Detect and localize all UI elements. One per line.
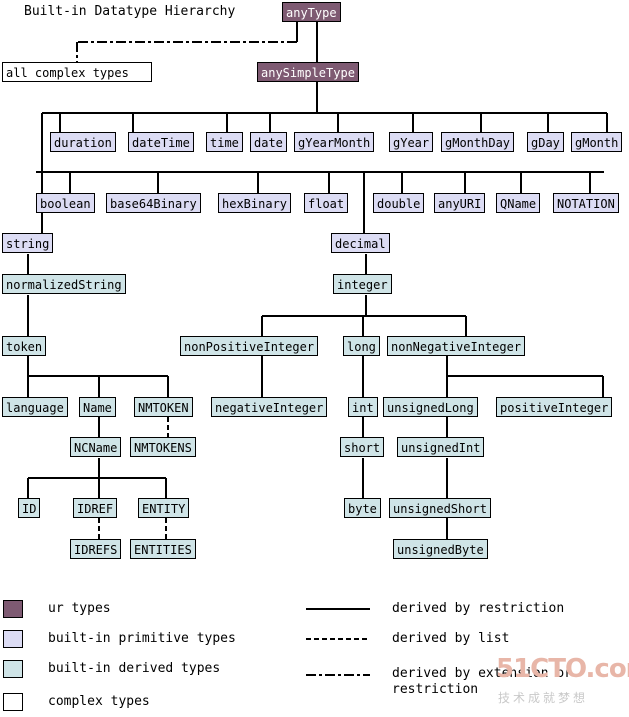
node-token: token — [2, 336, 47, 356]
node-long: long — [343, 336, 380, 356]
node-double: double — [373, 193, 425, 213]
node-duration: duration — [50, 132, 116, 152]
node-nmtokens: NMTOKENS — [130, 437, 196, 457]
node-float: float — [304, 193, 349, 213]
legend-extension-label: derived by extension or — [392, 666, 573, 681]
node-positiveinteger: positiveInteger — [496, 397, 613, 417]
node-date: date — [250, 132, 287, 152]
node-notation: NOTATION — [553, 193, 619, 213]
legend-primitive-label: built-in primitive types — [48, 631, 236, 646]
node-byte: byte — [344, 498, 381, 518]
legend-derived-label: built-in derived types — [48, 661, 221, 676]
node-nmtoken: NMTOKEN — [134, 397, 193, 417]
legend-complex-label: complex types — [48, 694, 150, 709]
node-unsignedint: unsignedInt — [397, 437, 485, 457]
node-datetime: dateTime — [128, 132, 194, 152]
node-all-complex-types: all complex types — [2, 62, 152, 82]
legend-list-label: derived by list — [392, 631, 510, 646]
node-gyear: gYear — [389, 132, 434, 152]
node-nonnegativeinteger: nonNegativeInteger — [387, 336, 526, 356]
watermark-logo: 51CTO.com — [496, 654, 629, 684]
node-negativeinteger: negativeInteger — [211, 397, 328, 417]
node-unsignedbyte: unsignedByte — [393, 539, 488, 559]
node-unsignedlong: unsignedLong — [383, 397, 478, 417]
node-gmonthday: gMonthDay — [441, 132, 515, 152]
node-name: Name — [79, 397, 116, 417]
node-string: string — [2, 233, 54, 253]
node-hexbinary: hexBinary — [218, 193, 292, 213]
node-normalizedstring: normalizedString — [2, 274, 126, 294]
node-int: int — [348, 397, 378, 417]
node-idref: IDREF — [73, 498, 118, 518]
node-nonpositiveinteger: nonPositiveInteger — [180, 336, 319, 356]
node-boolean: boolean — [36, 193, 95, 213]
node-gmonth: gMonth — [571, 132, 623, 152]
node-anytype: anyType — [282, 2, 341, 22]
node-idrefs: IDREFS — [70, 539, 122, 559]
node-ncname: NCName — [70, 437, 122, 457]
node-entities: ENTITIES — [130, 539, 196, 559]
legend-swatch-ur — [3, 600, 23, 618]
node-unsignedshort: unsignedShort — [389, 498, 491, 518]
node-time: time — [206, 132, 243, 152]
node-base64binary: base64Binary — [106, 193, 201, 213]
node-anysimpletype: anySimpleType — [257, 62, 359, 82]
node-decimal: decimal — [331, 233, 390, 253]
node-qname: QName — [496, 193, 541, 213]
node-integer: integer — [333, 274, 392, 294]
legend-ur-label: ur types — [48, 601, 111, 616]
legend-restriction-label: derived by restriction — [392, 601, 565, 616]
node-gday: gDay — [527, 132, 564, 152]
legend-swatch-complex — [3, 693, 23, 711]
legend-swatch-primitive — [3, 630, 23, 648]
diagram-title: Built-in Datatype Hierarchy — [24, 4, 236, 19]
node-language: language — [2, 397, 68, 417]
legend-extension-label-2: restriction — [392, 682, 479, 697]
node-anyuri: anyURI — [434, 193, 486, 213]
node-id: ID — [18, 498, 41, 518]
node-entity: ENTITY — [138, 498, 190, 518]
node-short: short — [340, 437, 385, 457]
node-gyearmonth: gYearMonth — [294, 132, 375, 152]
watermark-tagline: 技术成就梦想 — [498, 691, 589, 705]
legend-swatch-derived — [3, 660, 23, 678]
